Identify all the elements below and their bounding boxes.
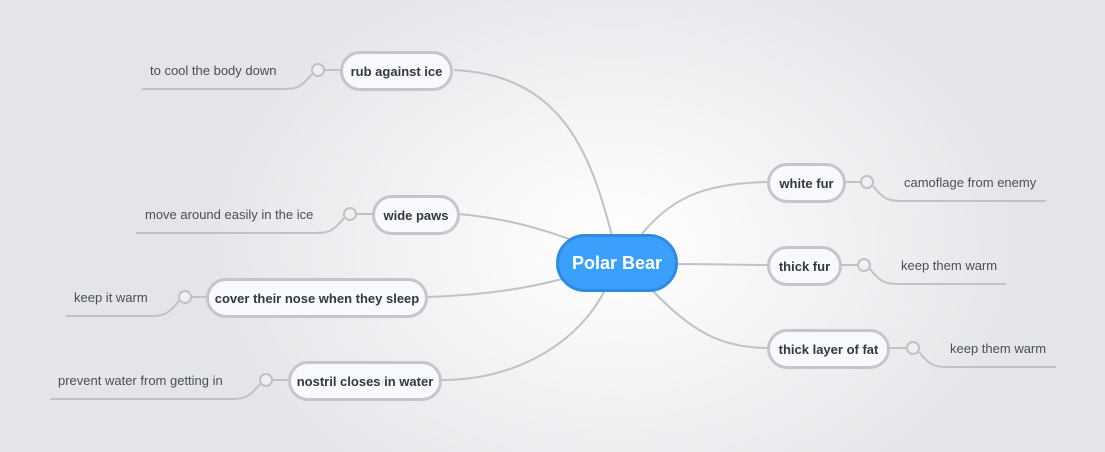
collapse-toggle [857,258,871,272]
link-nostril [440,289,606,381]
subtopic-cool-body[interactable]: to cool the body down [150,63,277,78]
topic-rub-against-ice[interactable]: rub against ice [340,51,453,91]
subtopic-prevent-water[interactable]: prevent water from getting in [58,373,223,388]
topic-nostril-closes[interactable]: nostril closes in water [288,361,442,401]
central-topic-polar-bear[interactable]: Polar Bear [556,234,678,292]
topic-thick-layer-of-fat[interactable]: thick layer of fat [767,329,890,369]
topic-wide-paws[interactable]: wide paws [372,195,460,235]
subtopic-move-around[interactable]: move around easily in the ice [145,207,314,222]
collapse-toggle [343,207,357,221]
link-thick-layer [651,289,769,349]
collapse-toggle [178,290,192,304]
topic-thick-fur[interactable]: thick fur [767,246,842,286]
link-wide-paws [458,213,573,241]
link-thick-fur [676,263,769,266]
link-cover-nose [426,278,563,298]
collapse-toggle [259,373,273,387]
topic-cover-nose[interactable]: cover their nose when they sleep [206,278,428,318]
topic-white-fur[interactable]: white fur [767,163,846,203]
collapse-toggle [860,175,874,189]
collapse-toggle [906,341,920,355]
subtopic-keep-them-warm-2[interactable]: keep them warm [950,341,1047,356]
link-white-fur [639,181,769,237]
subtopic-keep-them-warm-1[interactable]: keep them warm [901,258,998,273]
link-rub-against-ice [453,69,613,237]
subtopic-camouflage[interactable]: camoflage from enemy [904,175,1037,190]
collapse-toggle [311,63,325,77]
subtopic-keep-it-warm[interactable]: keep it warm [74,290,148,305]
